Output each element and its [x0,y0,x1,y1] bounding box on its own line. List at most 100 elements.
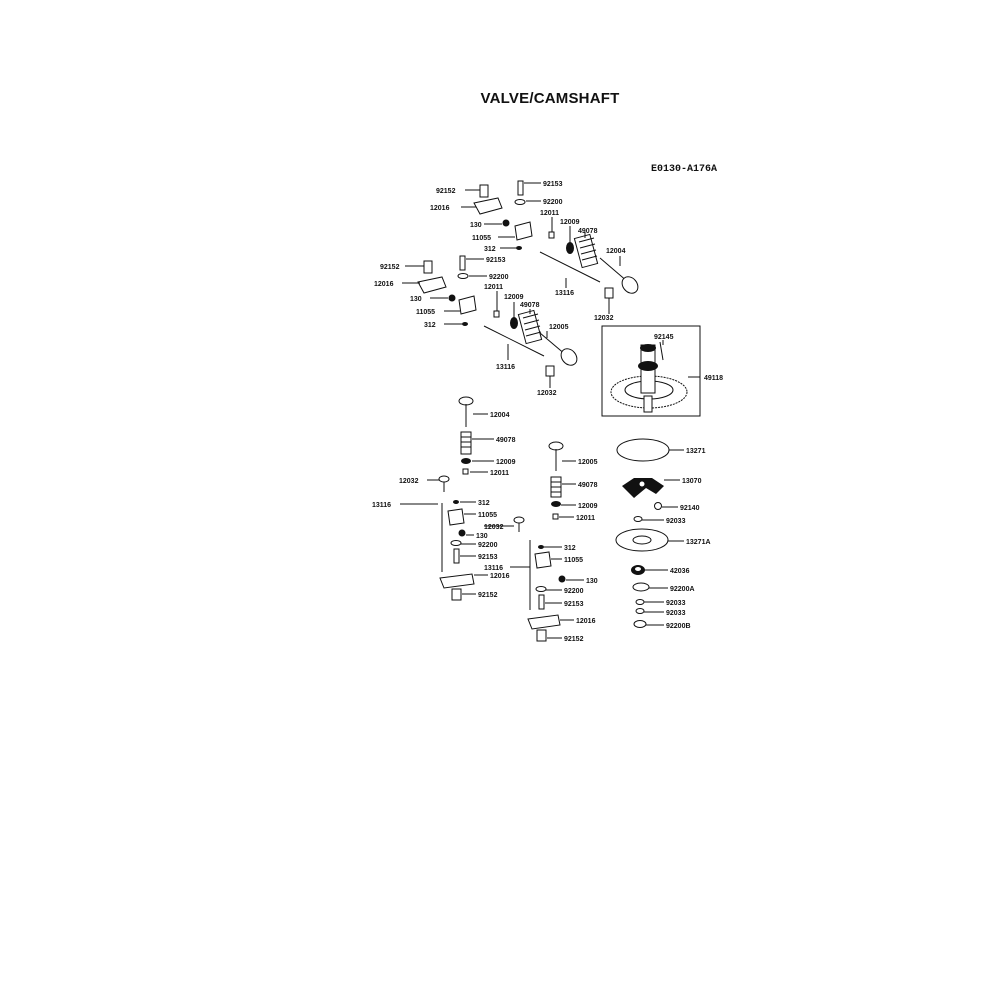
part-label: 12011 [484,284,503,291]
part-label: 12011 [576,515,595,522]
part-label: 130 [410,296,422,303]
part-label: 49118 [704,375,723,382]
part-label: 92200 [564,588,584,595]
part-label: 92153 [564,601,584,608]
rocker-pivot-92152-a [479,184,489,198]
part-label: 92140 [680,505,700,512]
part-label: 12032 [484,524,504,531]
cam-pin-92145 [659,341,664,361]
part-label: 92033 [666,610,686,617]
part-label: 92152 [380,264,400,271]
part-label: 92153 [543,181,563,188]
valve-spring-49078-c [460,431,472,455]
part-label: 312 [484,246,496,253]
intake-valve-12005-b [539,332,578,366]
part-label: 11055 [478,512,497,519]
part-label: 12016 [430,205,450,212]
washer-92200B [633,620,647,628]
middle-rocker-group [417,255,578,388]
part-label: 12032 [399,478,419,485]
rocker-holder-11055-c [447,508,465,526]
camshaft-box-frame [601,325,701,417]
part-label: 92033 [666,600,686,607]
part-label: 12011 [490,470,509,477]
part-label: 92200 [489,274,509,281]
part-label: 130 [470,222,482,229]
part-label: 12005 [549,324,569,331]
washer-92200-a [514,199,526,205]
leader-lines [400,182,700,639]
part-label: 12016 [576,618,596,625]
cam-shaft-tail [643,395,653,413]
bolt-92153-a [517,180,524,196]
spring-130-b [448,294,456,302]
retainer-12009-a [566,242,574,254]
part-label: 13116 [496,364,515,371]
rocker-pivot-92152-c [451,588,462,601]
washer-92200-c [450,540,462,546]
part-label: 312 [564,545,576,552]
bolt-92153-b [459,255,466,271]
part-label: 12004 [490,412,510,419]
spring-130-a [502,219,510,227]
washer-13271 [616,438,670,462]
rocker-arm-12016-c [439,573,475,589]
nut-312-a [516,246,522,250]
rocker-holder-11055-d [534,551,552,569]
retainer-12009-d [551,501,561,507]
lower-left-valve-group [438,396,525,601]
cap-12011-c [462,468,469,475]
part-label: 13116 [372,502,391,509]
part-label: 12032 [594,315,614,322]
cam-lobe-top [640,344,656,352]
part-label: 92152 [436,188,456,195]
part-label: 13116 [484,565,503,572]
page-title: VALVE/CAMSHAFT [480,90,620,107]
part-label: 12004 [606,248,626,255]
rocker-pivot-92152-b [423,260,433,274]
rocker-arm-12016-d [527,614,561,630]
push-rod-13116-b [483,325,545,357]
part-label: 12016 [490,573,510,580]
part-label: 11055 [416,309,435,316]
part-label: 49078 [520,302,540,309]
ring-92033-a [633,516,643,522]
bolt-92153-c [453,548,460,564]
part-label: 13116 [555,290,574,297]
part-label: 13271A [686,539,711,546]
part-label: 12009 [504,294,524,301]
retainer-12009-b [510,317,518,329]
upper-rocker-group [473,180,639,310]
retainer-12009-c [461,458,471,464]
part-label: 12009 [578,503,598,510]
washer-92200-d [535,586,547,592]
part-label: 92152 [564,636,584,643]
valve-spring-49078-b [517,309,543,345]
part-label: 12005 [578,459,598,466]
rocker-arm-12016-b [417,276,447,294]
ring-92033-c [635,608,645,614]
bolt-92153-d [538,594,545,610]
cap-12011-a [548,231,555,239]
part-label: 92153 [478,554,498,561]
exhaust-valve-12004-a [599,257,639,294]
part-label: 92200B [666,623,691,630]
rocker-holder-11055-b [458,295,477,315]
tappet-12032-c [438,475,450,492]
nut-312-c [453,500,459,504]
part-label: 12016 [374,281,394,288]
part-label: 92152 [478,592,498,599]
washer-13271A [615,528,669,552]
diagram-code: E0130-A176A [651,164,718,175]
part-label: 12009 [560,219,580,226]
tappet-12032-d [513,516,525,532]
tappet-12032-a [604,287,614,310]
part-label: 11055 [564,557,583,564]
washer-92200-b [457,273,469,279]
part-label: 13070 [682,478,702,485]
valve-spring-49078-a [573,233,599,269]
part-label: 312 [478,500,490,507]
cap-12011-d [552,513,559,520]
ball-92140 [654,502,662,510]
